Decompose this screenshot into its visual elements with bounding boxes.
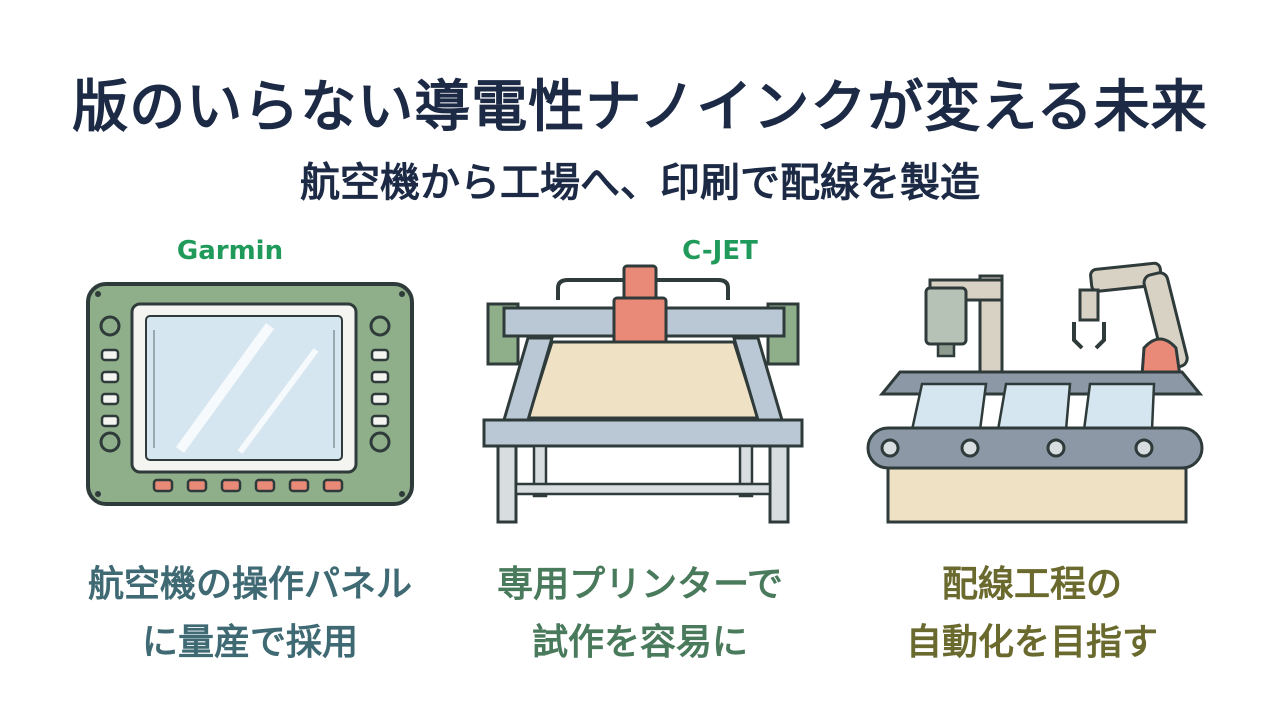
caption-printer: 専用プリンターで 試作を容易に — [440, 556, 840, 672]
caption-automation-line1: 配線工程の — [941, 564, 1122, 605]
printer-icon — [482, 264, 804, 524]
brand-cjet: C-JET — [682, 236, 758, 266]
page-title: 版のいらない導電性ナノインクが変える未来 — [72, 75, 1208, 140]
caption-printer-line1: 専用プリンターで — [497, 564, 783, 605]
caption-printer-line2: 試作を容易に — [531, 622, 748, 663]
caption-automation-line2: 自動化を目指す — [905, 622, 1158, 663]
caption-avionics: 航空機の操作パネル に量産で採用 — [50, 556, 450, 672]
page-subtitle: 航空機から工場へ、印刷で配線を製造 — [300, 160, 980, 206]
avionics-panel-icon — [86, 282, 414, 506]
caption-avionics-line2: に量産で採用 — [141, 622, 358, 663]
caption-avionics-line1: 航空機の操作パネル — [87, 564, 412, 605]
conveyor-robot-icon — [866, 261, 1204, 524]
caption-automation: 配線工程の 自動化を目指す — [832, 556, 1232, 672]
brand-garmin: Garmin — [176, 236, 284, 266]
